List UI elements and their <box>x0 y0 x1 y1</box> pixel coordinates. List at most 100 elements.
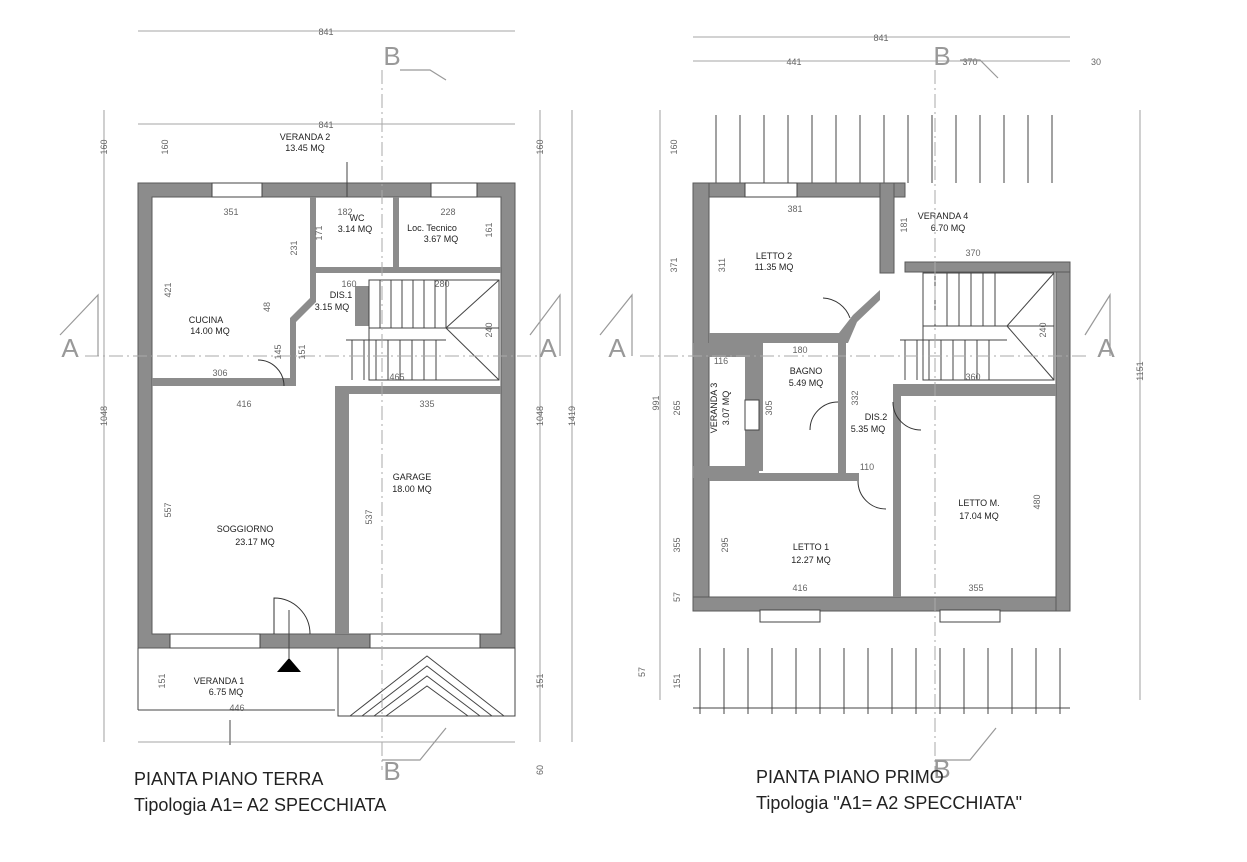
room-name-veranda-3: VERANDA 3 <box>709 383 719 434</box>
room-area-dis-1: 3.15 MQ <box>315 302 350 312</box>
room-area-cucina: 14.00 MQ <box>190 326 230 336</box>
door-bagno <box>809 401 839 431</box>
dim-171: 171 <box>314 225 324 240</box>
room-name-letto-m: LETTO M. <box>958 498 999 508</box>
dim-r-110: 110 <box>860 462 874 472</box>
dim-dis-width: 160 <box>341 279 356 289</box>
room-name-veranda-1: VERANDA 1 <box>194 676 245 686</box>
dim-r-371: 371 <box>669 257 679 272</box>
dim-335: 335 <box>419 399 434 409</box>
dim-r-181: 181 <box>899 217 909 232</box>
dim-306: 306 <box>212 368 227 378</box>
room-name-soggiorno: SOGGIORNO <box>217 524 274 534</box>
door-letto-2 <box>822 297 851 319</box>
section-label-a-right: A <box>539 333 557 363</box>
dim-537: 537 <box>364 509 374 524</box>
dim-wc-width: 182 <box>337 207 352 217</box>
room-area-letto-2: 11.35 MQ <box>755 262 794 272</box>
plan-first-floor: 841 441 370 30 <box>637 33 1145 714</box>
dim-231: 231 <box>289 240 299 255</box>
room-name-veranda-4: VERANDA 4 <box>918 211 969 221</box>
room-area-wc: 3.14 MQ <box>338 224 373 234</box>
section-label-a-right-r: A <box>1097 333 1115 363</box>
staircase-first <box>900 272 1055 381</box>
dim-r-57-b: 57 <box>637 667 647 677</box>
ground-floor-subtitle: Tipologia A1= A2 SPECCHIATA <box>134 795 387 815</box>
dim-r-991: 991 <box>651 395 661 410</box>
dim-151: 151 <box>297 344 307 359</box>
room-name-wc: WC <box>350 213 365 223</box>
staircase-ground <box>346 279 500 381</box>
dim-r-416: 416 <box>792 583 807 593</box>
dim-r-116: 116 <box>714 356 728 366</box>
dim-416: 416 <box>236 399 251 409</box>
room-name-veranda-2: VERANDA 2 <box>280 132 331 142</box>
section-label-b-top: B <box>383 41 400 71</box>
dim-right-1048: 1048 <box>535 406 545 426</box>
dim-r-355-left: 355 <box>672 537 682 552</box>
dim-r-295: 295 <box>720 537 730 552</box>
room-name-dis-1: DIS.1 <box>330 290 353 300</box>
dim-r-265: 265 <box>672 400 682 415</box>
plan-ground-floor: 841 841 <box>99 27 577 775</box>
dim-r-360: 360 <box>965 372 980 382</box>
dim-60: 60 <box>535 765 545 775</box>
dim-r-311: 311 <box>717 258 727 272</box>
room-area-bagno: 5.49 MQ <box>789 378 824 388</box>
dim-top-30: 30 <box>1091 57 1101 67</box>
room-area-soggiorno: 23.17 MQ <box>235 537 275 547</box>
pergola-top <box>715 115 1053 183</box>
room-area-veranda-4: 6.70 MQ <box>931 223 966 233</box>
door-kitchen <box>257 359 285 387</box>
pergola-bottom <box>693 648 1070 714</box>
dim-r-381: 381 <box>787 204 802 214</box>
dim-240: 240 <box>484 322 494 337</box>
dim-145: 145 <box>273 344 283 359</box>
ground-floor-title: PIANTA PIANO TERRA <box>134 769 324 789</box>
section-label-a-left-r: A <box>608 333 626 363</box>
dim-r-332: 332 <box>850 390 860 405</box>
first-floor-title: PIANTA PIANO PRIMO <box>756 767 944 787</box>
dim-446: 446 <box>229 703 244 713</box>
room-name-letto-1: LETTO 1 <box>793 542 829 552</box>
dim-right-160: 160 <box>535 139 545 154</box>
dim-left-160: 160 <box>99 139 109 154</box>
entrance-arrow-icon <box>277 658 301 672</box>
dim-loc-width: 228 <box>440 207 455 217</box>
caption-ground-floor: PIANTA PIANO TERRA Tipologia A1= A2 SPEC… <box>134 766 386 818</box>
dim-r-480: 480 <box>1032 494 1042 509</box>
dim-557: 557 <box>163 502 173 517</box>
dim-left-1048: 1048 <box>99 406 109 426</box>
room-name-cucina: CUCINA <box>189 315 224 325</box>
room-name-letto-2: LETTO 2 <box>756 251 792 261</box>
dim-top-441: 441 <box>786 57 801 67</box>
room-area-veranda-1: 6.75 MQ <box>209 687 244 697</box>
dim-inner-160: 160 <box>160 139 170 154</box>
dim-48: 48 <box>262 302 272 312</box>
dim-top-overall: 841 <box>318 27 333 37</box>
room-name-garage: GARAGE <box>393 472 432 482</box>
dim-r-57-a: 57 <box>672 592 682 602</box>
room-name-loc-tecnico: Loc. Tecnico <box>407 223 457 233</box>
caption-first-floor: PIANTA PIANO PRIMO Tipologia "A1= A2 SPE… <box>756 764 1022 816</box>
room-area-letto-m: 17.04 MQ <box>959 511 999 521</box>
dim-465: 465 <box>389 372 404 382</box>
dim-r-305: 305 <box>764 400 774 415</box>
dim-right-151: 151 <box>535 673 545 688</box>
dim-top-370: 370 <box>962 57 977 67</box>
dim-right-1419: 1419 <box>567 406 577 426</box>
dim-421: 421 <box>163 282 173 297</box>
room-area-veranda-2: 13.45 MQ <box>285 143 325 153</box>
main-entrance-door <box>273 597 311 635</box>
section-label-b-bottom-r: B <box>933 754 950 784</box>
dim-r-160: 160 <box>669 139 679 154</box>
dim-r-180: 180 <box>792 345 807 355</box>
dim-r-355-bottom: 355 <box>968 583 983 593</box>
door-letto-m <box>892 401 922 431</box>
dim-r-370: 370 <box>965 248 980 258</box>
section-markers-right: A A B B <box>599 41 1115 784</box>
dim-top-overall-r: 841 <box>873 33 888 43</box>
dim-stair-width: 280 <box>434 279 449 289</box>
room-area-letto-1: 12.27 MQ <box>791 555 831 565</box>
section-label-b-bottom: B <box>383 756 400 786</box>
